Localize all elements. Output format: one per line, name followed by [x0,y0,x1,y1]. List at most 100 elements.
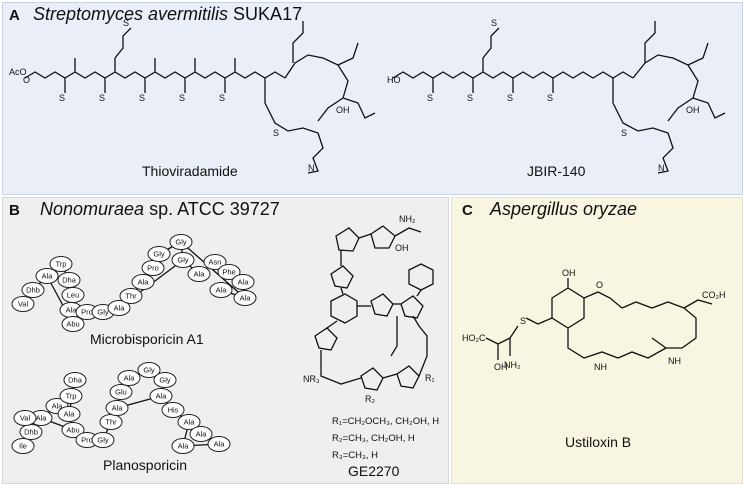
microbisporicin-caption: Microbisporicin A1 [90,331,204,347]
microbisporicin-bead [169,234,193,250]
microbisporicin-residue-label: Ala [42,271,54,280]
microbisporicin-bead [107,300,131,316]
svg-text:OH: OH [686,105,700,115]
planosporicin-bead [149,388,173,404]
microbisporicin-residue-label: Pro [81,307,93,316]
svg-text:HO: HO [387,75,401,85]
svg-text:S: S [59,93,65,103]
svg-text:O: O [23,75,30,85]
planosporicin-residue-label: Glu [115,387,127,396]
planosporicin-residue-label: Dha [68,375,83,384]
planosporicin-bead [57,406,81,422]
r2-definition: R₂=CH₃, CH₂OH, H [332,433,415,444]
planosporicin-bead [117,370,141,386]
panel-b-title: Nonomuraea sp. ATCC 39727 [40,199,280,220]
planosporicin-residue-label: Gly [97,435,109,444]
microbisporicin-residue-label: Gly [175,237,187,246]
planosporicin-bead [61,422,85,438]
planosporicin-bead [189,426,213,442]
panel-b-strain: sp. ATCC 39727 [144,199,280,219]
planosporicin-residue-label: Ala [112,403,124,412]
svg-text:S: S [179,93,185,103]
svg-text:NH: NH [594,362,607,372]
microbisporicin-bead [231,274,255,290]
microbisporicin-residue-label: Ala [216,285,228,294]
ustiloxin-b-caption: Ustiloxin B [565,434,632,450]
planosporicin-residue-label: Pro [81,435,93,444]
microbisporicin-residue-label: Leu [67,290,80,299]
microbisporicin-residue-label: Ala [240,293,252,302]
svg-text:S: S [621,128,627,138]
microbisporicin-residue-label: Thr [125,291,137,300]
panel-c-label: C [462,202,473,219]
svg-text:OH: OH [336,105,350,115]
microbisporicin-bead [21,282,45,298]
planosporicin-residue-label: Ala [214,439,226,448]
svg-text:S: S [467,93,473,103]
microbisporicin-residue-label: Ala [138,277,150,286]
planosporicin-bead [153,372,177,388]
panel-a-title: Streptomyces avermitilis SUKA17 [33,4,302,25]
microbisporicin-residue-label: Ala [66,305,78,314]
microbisporicin-residue-label: Abu [66,319,79,328]
planosporicin-residue-label: Ala [36,413,48,422]
svg-text:N: N [658,163,665,173]
svg-text:S: S [139,93,145,103]
svg-text:N: N [308,163,315,173]
microbisporicin-residue-label: Ala [238,277,250,286]
svg-text:CO₂H: CO₂H [702,290,726,300]
microbisporicin-bead [233,290,257,306]
microbisporicin-residue-label: Trp [56,259,67,268]
planosporicin-residue-label: His [168,405,179,414]
svg-text:S: S [273,128,279,138]
microbisporicin-bead [203,254,227,270]
svg-text:S: S [491,18,497,28]
microbisporicin-bridge [180,241,246,299]
ge2270-caption: GE2270 [348,463,400,479]
svg-text:S: S [427,93,433,103]
planosporicin-bead [91,432,115,448]
microbisporicin-bead [131,274,155,290]
microbisporicin-residue-label: Gly [97,307,109,316]
planosporicin-residue-label: Ala [184,417,196,426]
microbisporicin-residue-label: Val [18,299,29,308]
svg-text:AcO: AcO [9,67,27,77]
planosporicin-residue-label: Gly [143,365,155,374]
svg-text:NH₂: NH₂ [399,214,416,224]
microbisporicin-bead [171,252,195,268]
microbisporicin-residue-label: Pro [147,263,159,272]
r1-definition: R₁=CH₂OCH₃, CH₂OH, H [332,416,440,427]
microbisporicin-residue-label: Gly [153,249,165,258]
planosporicin-residue-label: Ala [64,409,76,418]
planosporicin-bead [11,438,35,454]
microbisporicin-bead [119,288,143,304]
planosporicin-bead [109,384,133,400]
microbisporicin-bead [49,256,73,272]
microbisporicin-residue-label: Ala [194,269,206,278]
planosporicin-residue-label: Gly [159,375,171,384]
svg-text:NH: NH [668,356,681,366]
svg-text:O: O [596,280,603,290]
planosporicin-bead [59,388,83,404]
planosporicin-residue-label: Ala [124,373,136,382]
planosporicin-bead [137,362,161,378]
planosporicin-caption: Planosporicin [103,457,188,473]
panel-b-label: B [9,202,20,219]
r3-definition: R₃=CH₃, H [332,450,379,461]
svg-text:S: S [520,316,526,326]
svg-text:S: S [219,93,225,103]
thioviradamide-caption: Thioviradamide [142,163,238,179]
planosporicin-residue-label: Trp [66,391,77,400]
planosporicin-bead [207,436,231,452]
microbisporicin-bead [11,296,35,312]
planosporicin-residue-label: Thr [105,417,117,426]
panel-c: C Aspergillus oryzae OH O S HO₂C NH₂ OH … [451,197,743,484]
svg-text:S: S [507,93,513,103]
microbisporicin-residue-label: Asn [209,257,222,266]
